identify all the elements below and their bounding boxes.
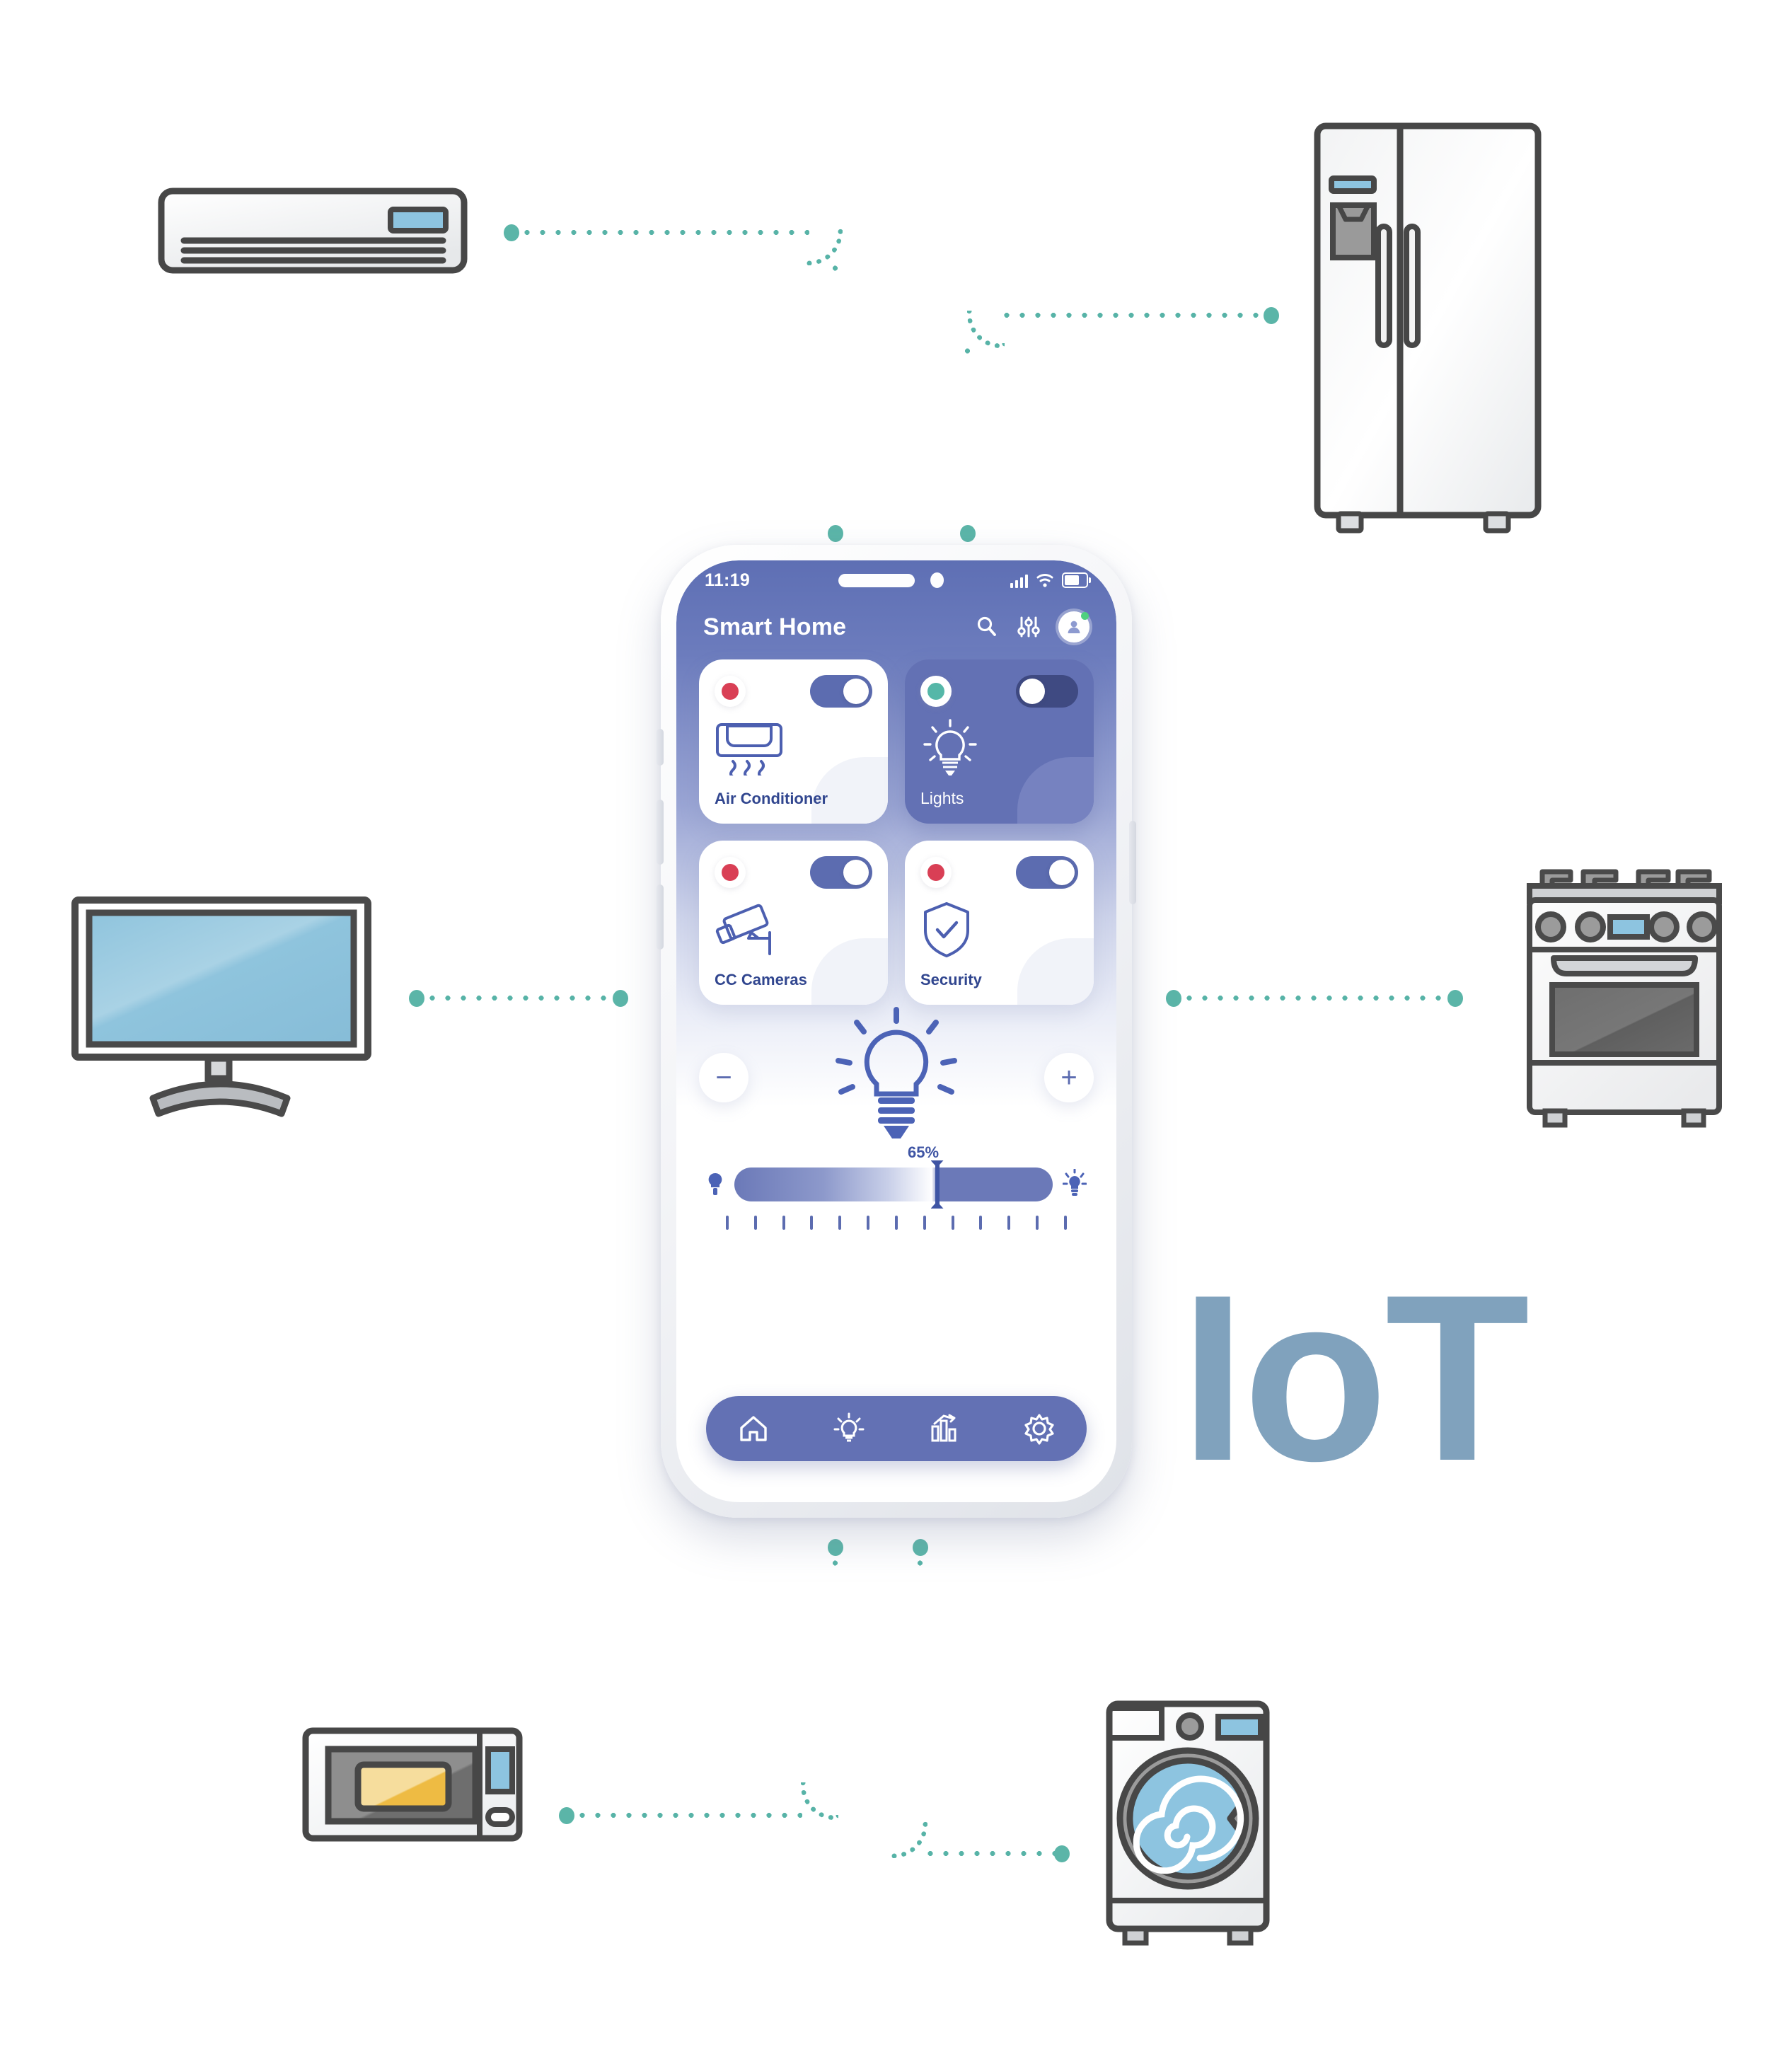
bright-bulb-icon [1063,1169,1087,1196]
user-icon [1068,621,1080,633]
connector-fridge-vertical [965,343,970,529]
wifi-icon [1036,574,1053,587]
gear-icon[interactable] [1023,1412,1056,1445]
status-clock: 11:19 [705,570,751,590]
cctv-camera-icon [715,900,872,959]
status-system-icons [1010,572,1091,588]
connector-mw-vertical [833,1555,838,1785]
microwave-icon [302,1727,523,1842]
lightbulb-rays-icon [836,1007,957,1138]
air-conditioner-icon [715,719,872,778]
connector-node-tv [409,990,424,1007]
wall-ac-unit-icon [158,188,468,274]
phone-mute-switch[interactable] [657,729,664,766]
brightness-value-text: 65% [907,1143,940,1161]
dim-bulb-icon [708,1172,722,1195]
stove-oven-icon [1527,869,1722,1128]
status-bar: 11:19 [676,560,1116,600]
bottom-tab-bar [706,1396,1087,1461]
connector-ac-vertical [833,260,838,528]
connector-node-phone-bottom-left [828,1539,843,1556]
status-indicator-ac [715,676,746,707]
connector-node-fridge [1264,307,1279,324]
connector-node-phone-top-left [828,525,843,542]
brightness-slider-group: 65% [706,1143,1087,1230]
connector-fridge-corner [967,311,1005,348]
phone-notch [838,572,944,588]
connector-node-stove [1447,990,1463,1007]
card-label-cc-cameras: CC Cameras [715,971,807,988]
card-controls [920,675,1078,708]
tv-icon [71,896,371,1117]
connector-node-phone-top-right [960,525,976,542]
toggle-security[interactable] [1016,856,1078,889]
card-label-security: Security [920,971,982,988]
bulb-icon[interactable] [833,1412,865,1445]
refrigerator-icon [1314,122,1542,534]
connector-node-phone-right [1166,990,1181,1007]
iot-wordmark: IoT [1180,1245,1530,1510]
connector-node-phone-left [613,990,628,1007]
card-controls [920,856,1078,889]
notch-speaker [838,573,915,587]
connector-mw-horizontal [574,1813,802,1818]
connector-node-microwave [559,1807,574,1824]
connector-wm-horizontal [923,1851,1056,1856]
card-label-lights: Lights [920,789,964,807]
phone-volume-down-button[interactable] [657,884,664,950]
brightness-increase-button[interactable]: + [1044,1053,1094,1102]
brightness-slider-track[interactable] [734,1160,1053,1209]
phone-screen: 11:19 [676,560,1116,1502]
sliders-icon[interactable] [1017,615,1040,639]
phone-bezel: 11:19 [676,560,1116,1502]
cellular-bars-icon [1010,572,1028,588]
card-controls [715,675,872,708]
brightness-value-label: 65% [706,1143,1087,1162]
toggle-lights[interactable] [1016,675,1078,708]
lightbulb-icon [920,718,1078,778]
slider-tick-marks [726,1216,1067,1230]
toggle-cc-cameras[interactable] [810,856,872,889]
avatar[interactable] [1058,611,1089,642]
device-card-grid: Air Conditioner [699,659,1094,1005]
header-icon-group [975,611,1089,642]
card-label-air-conditioner: Air Conditioner [715,790,828,807]
status-indicator-cameras [715,857,746,888]
connector-node-phone-bottom-right [913,1539,928,1556]
page-title: Smart Home [703,613,847,640]
connector-node-ac [504,224,519,241]
card-lights[interactable]: Lights [905,659,1094,824]
card-security[interactable]: Security [905,841,1094,1005]
washing-machine-icon [1106,1700,1270,1946]
toggle-air-conditioner[interactable] [810,675,872,708]
connector-tv-horizontal [424,996,614,1001]
phone-volume-up-button[interactable] [657,800,664,865]
card-air-conditioner[interactable]: Air Conditioner [699,659,888,824]
phone-power-button[interactable] [1129,821,1136,904]
brightness-slider-thumb[interactable] [935,1160,940,1209]
status-indicator-security [920,857,952,888]
status-indicator-lights [920,676,952,707]
brightness-hero-row: − [699,1003,1094,1152]
card-cc-cameras[interactable]: CC Cameras [699,841,888,1005]
shield-check-icon [920,900,1078,959]
notch-camera [930,572,944,588]
connector-mw-corner [801,1782,838,1820]
connector-node-washer [1054,1845,1070,1862]
smartphone-mockup: 11:19 [657,545,1136,1518]
app-header: Smart Home [676,601,1116,652]
search-icon[interactable] [975,615,999,639]
connector-wm-vertical [918,1555,923,1823]
home-icon[interactable] [737,1412,770,1445]
card-controls [715,856,872,889]
slider-row [706,1160,1087,1209]
connector-stove-horizontal [1181,996,1449,1001]
bar-chart-icon[interactable] [927,1412,960,1445]
connector-ac-horizontal [519,230,809,235]
online-badge [1081,612,1089,620]
brightness-decrease-button[interactable]: − [699,1053,748,1102]
battery-icon [1062,572,1091,588]
connector-fridge-horizontal [999,313,1266,318]
